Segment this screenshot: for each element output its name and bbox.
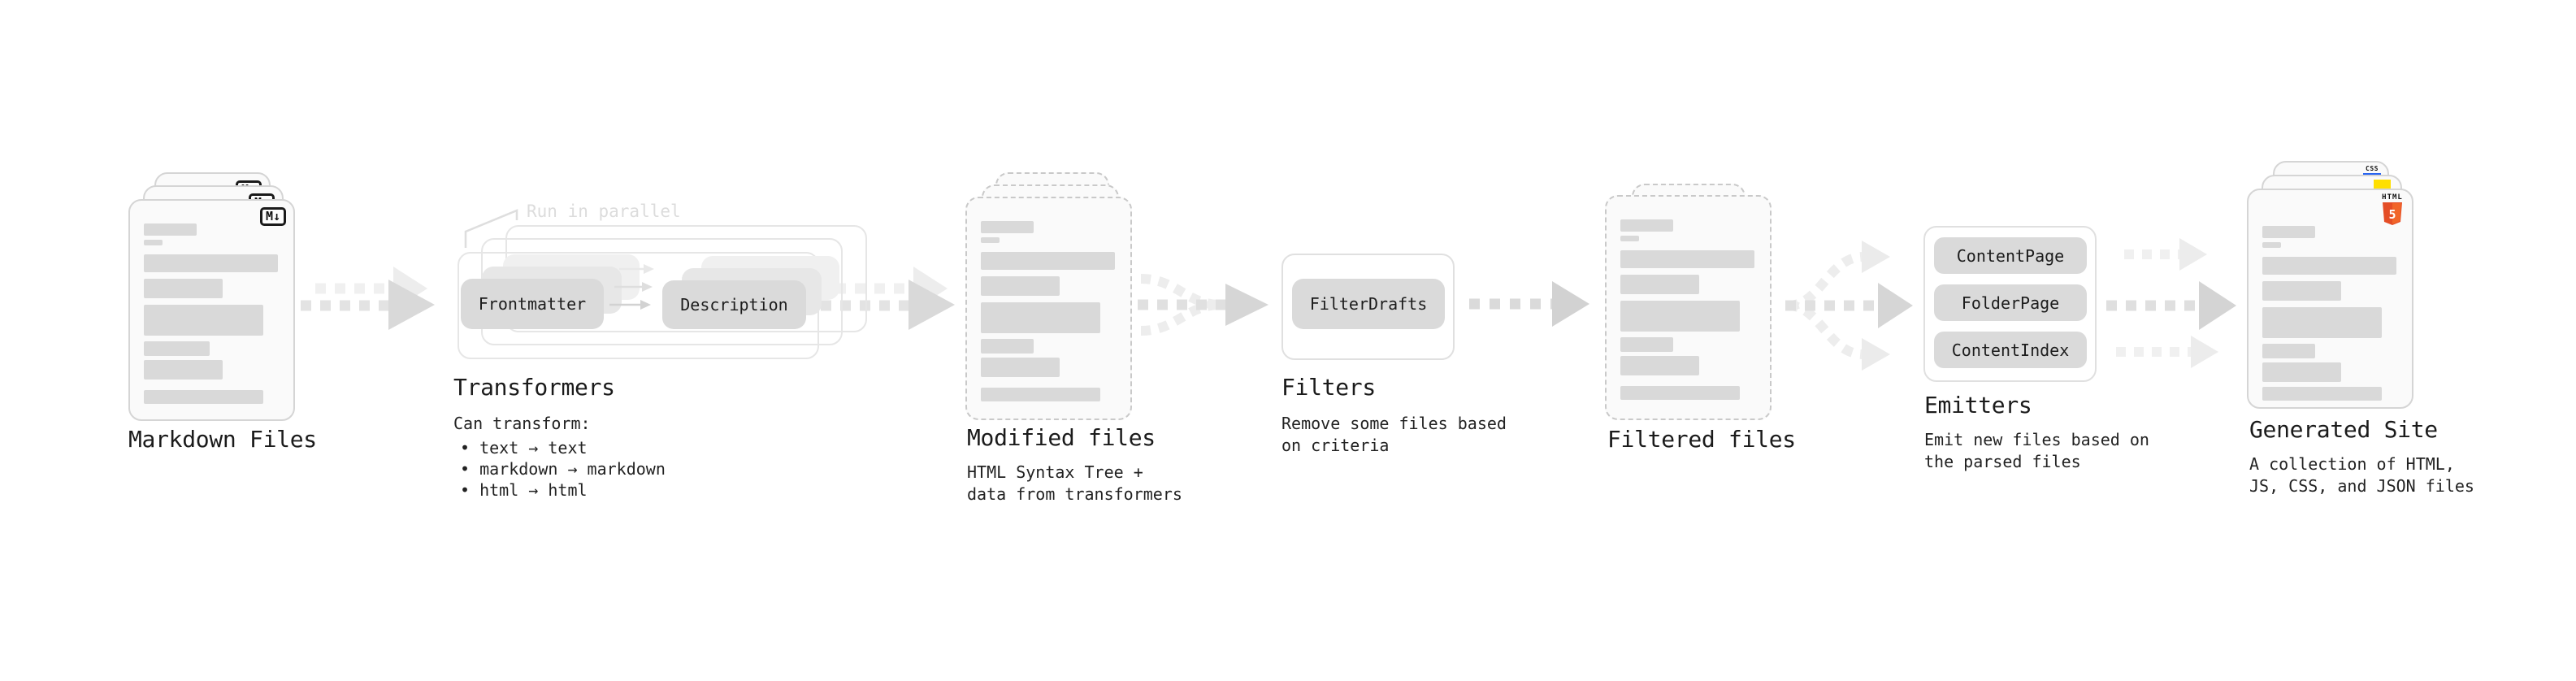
frontmatter-chip: Frontmatter: [461, 279, 604, 329]
modified-file-card: [965, 197, 1132, 420]
css-badge-text: CSS: [2366, 165, 2379, 172]
run-in-parallel-leader-line: [464, 209, 518, 248]
filtered-file-card: [1605, 195, 1772, 420]
generated-site-desc: A collection of HTML, JS, CSS, and JSON …: [2249, 454, 2474, 496]
modified-files-label: Modified files: [967, 424, 1156, 451]
markdown-files-label: Markdown Files: [128, 426, 317, 453]
transformers-bullet-list: • text → text • markdown → markdown • ht…: [460, 438, 666, 500]
document-placeholder-lines: [981, 221, 1117, 401]
run-in-parallel-annotation: Run in parallel: [527, 202, 681, 221]
flow-arrow-merge-into-filters: [1138, 274, 1268, 336]
contentindex-chip: ContentIndex: [1934, 332, 2087, 368]
markdown-icon: M↓: [259, 207, 286, 226]
generated-site-label: Generated Site: [2249, 416, 2438, 443]
document-placeholder-lines: [2262, 226, 2398, 401]
flow-arrow-markdown-to-transformers: [301, 267, 435, 330]
transformers-desc-title: Can transform:: [453, 414, 591, 433]
html5-shield-icon: 5: [2383, 202, 2402, 225]
emitters-desc: Emit new files based on the parsed files: [1924, 430, 2149, 471]
filterdrafts-chip: FilterDrafts: [1292, 279, 1445, 329]
filters-label: Filters: [1281, 374, 1376, 401]
flow-arrow-filters-to-filtered: [1469, 281, 1589, 327]
description-chip: Description: [662, 280, 806, 329]
document-placeholder-lines: [144, 223, 280, 404]
emitters-label: Emitters: [1924, 392, 2032, 419]
markdown-file-card: M↓: [128, 199, 295, 421]
folderpage-chip: FolderPage: [1934, 284, 2087, 321]
filtered-files-label: Filtered files: [1607, 426, 1796, 453]
flow-arrows-emitters-to-generated: [2106, 238, 2236, 368]
js-badge: [2374, 180, 2391, 191]
contentpage-chip: ContentPage: [1934, 237, 2087, 274]
transformers-label: Transformers: [453, 374, 615, 401]
html5-badge: HTML 5: [2381, 193, 2404, 225]
document-placeholder-lines: [1620, 219, 1756, 400]
flow-arrow-fanout-to-emitters: [1785, 241, 1913, 371]
modified-files-desc: HTML Syntax Tree + data from transformer…: [967, 462, 1182, 504]
html5-badge-text: HTML: [2382, 193, 2403, 202]
generated-file-card: HTML 5: [2247, 189, 2413, 409]
parallel-arrows-icon: [609, 264, 654, 310]
html5-number: 5: [2388, 207, 2396, 222]
filters-desc: Remove some files based on criteria: [1281, 414, 1507, 455]
